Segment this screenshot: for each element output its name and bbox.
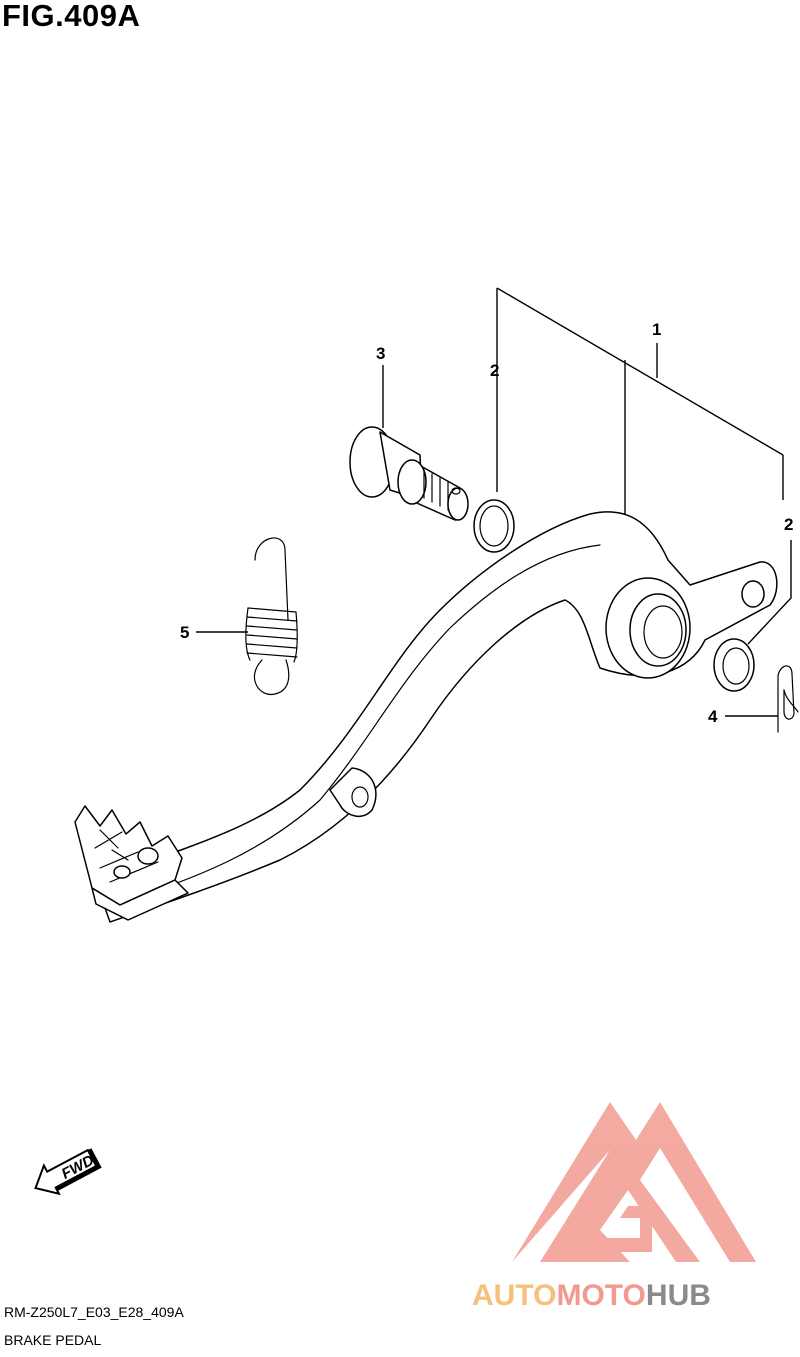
washer-right[interactable] [713,638,755,692]
figure-title: FIG.409A [2,0,141,33]
watermark-auto: AUTO [472,1279,556,1312]
callout-2-top: 2 [490,361,499,380]
callout-3: 3 [376,344,385,363]
forward-arrow-icon: FWD [34,1148,102,1196]
watermark-hub: HUB [646,1279,711,1312]
washer-top[interactable] [473,499,515,553]
watermark-text: AUTOMOTOHUB [472,1279,711,1312]
cotter-pin[interactable] [777,665,799,733]
pivot-bolt[interactable] [349,426,469,521]
figure-name: BRAKE PEDAL [4,1332,102,1348]
watermark-logo [512,1102,756,1262]
callout-4: 4 [708,707,718,726]
return-spring[interactable] [245,537,298,696]
callout-1: 1 [652,320,661,339]
figure-code: RM-Z250L7_E03_E28_409A [4,1304,184,1320]
callout-2-right: 2 [784,515,793,534]
callout-5: 5 [180,623,189,642]
brake-pedal[interactable] [74,511,778,923]
watermark-moto: MOTO [556,1279,645,1312]
leader-lines [196,287,792,717]
